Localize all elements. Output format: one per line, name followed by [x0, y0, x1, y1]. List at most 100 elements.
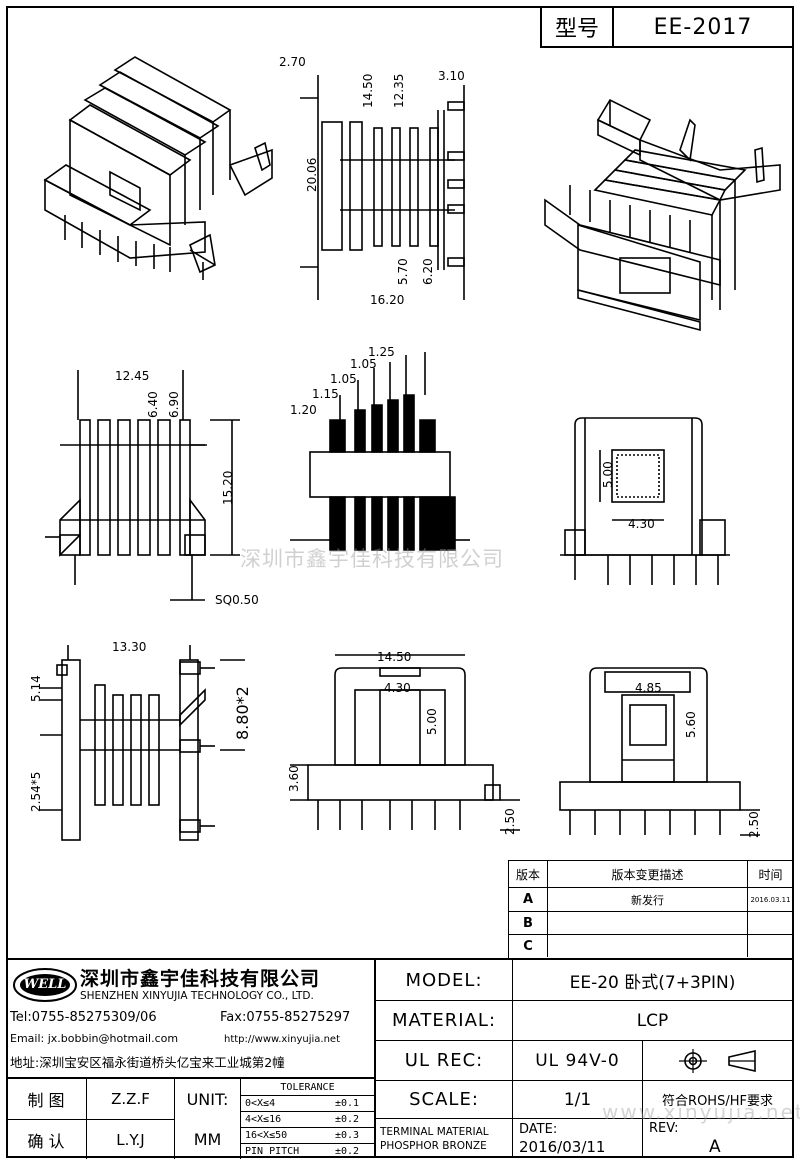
tol-range-1: 0<X≤4	[240, 1095, 320, 1111]
dim-S: 14.50	[377, 650, 411, 664]
rev-row-a-date: 2016.03.11	[747, 887, 793, 911]
dim-R: 3.60	[287, 765, 301, 792]
dim-M: 4.30	[628, 517, 655, 531]
material-value: LCP	[512, 1000, 792, 1040]
dim-G: 12.45	[115, 369, 149, 383]
rev-row-a-desc: 新发行	[547, 887, 747, 911]
dim-5-00: 5.00	[425, 708, 439, 735]
material-label: MATERIAL:	[376, 1000, 512, 1040]
rev-row-a: A	[509, 887, 547, 911]
dim-5-70: 5.70	[396, 258, 410, 285]
draw-label: 制 图	[27, 1091, 65, 1110]
company-fax: Fax:0755-85275297	[220, 1010, 351, 1025]
model-value: EE-20 卧式(7+3PIN)	[512, 960, 792, 1000]
dim-6-40: 6.40	[146, 391, 160, 418]
title-block: WELL 深圳市鑫宇佳科技有限公司 SHENZHEN XINYUJIA TECH…	[6, 958, 794, 1159]
lower-right-view	[559, 667, 760, 836]
dim-slot-1-25: 1.25	[368, 345, 395, 359]
company-tel: Tel:0755-85275309/06	[10, 1010, 157, 1025]
date-value: 2016/03/11	[519, 1137, 606, 1156]
dim-A: 20.06	[305, 158, 319, 192]
rev-cell: REV: A	[642, 1118, 792, 1158]
dim-Q: 8.80*2	[233, 686, 252, 740]
rev-row-b: B	[509, 911, 547, 934]
dim-D: 5.14	[29, 675, 43, 702]
dim-slot-1-20: 1.20	[290, 403, 317, 417]
rev-value: A	[709, 1136, 721, 1157]
tol-range-3: 16<X≤50	[240, 1127, 320, 1143]
dim-6-90: 6.90	[167, 391, 181, 418]
side-view	[300, 75, 465, 300]
dim-E: 6.20	[421, 258, 435, 285]
company-logo: WELL	[12, 966, 78, 1004]
tol-range-2: 4<X≤16	[240, 1111, 320, 1127]
terminal-material-line1: TERMINAL MATERIAL	[380, 1125, 489, 1138]
tol-value-3: ±0.3	[320, 1127, 374, 1143]
rev-row-c-date	[747, 934, 793, 957]
dim-W: 2.50	[747, 811, 761, 838]
rev-header-date: 时间	[747, 861, 793, 887]
dim-T: 2.50	[503, 808, 517, 835]
drawing-frame	[6, 6, 794, 1158]
rev-row-c: C	[509, 934, 547, 957]
dim-B: 2.70	[279, 55, 306, 69]
rev-header-desc: 版本变更描述	[547, 861, 747, 887]
model-header-value: EE-2017	[612, 8, 792, 48]
company-web: http://www.xinyujia.net	[224, 1034, 340, 1045]
dim-P: 13.30	[112, 640, 146, 654]
lower-middle-view	[290, 654, 520, 831]
scale-label: SCALE:	[376, 1080, 512, 1118]
tol-value-2: ±0.2	[320, 1111, 374, 1127]
company-name-en: SHENZHEN XINYUJIA TECHNOLOGY CO., LTD.	[80, 990, 314, 1002]
revision-table: 版本 版本变更描述 时间 A 新发行 2016.03.11 B C	[508, 860, 794, 958]
model-header-label: 型号	[540, 8, 612, 48]
projection-symbol	[642, 1040, 792, 1080]
rev-header-version: 版本	[515, 867, 540, 882]
company-email: Email: jx.bobbin@hotmail.com	[10, 1032, 179, 1045]
dim-slot-1-05a: 1.05	[350, 357, 377, 371]
logo-text: WELL	[23, 977, 67, 992]
company-address: 地址:深圳宝安区福永街道桥头亿宝来工业城第2幢	[10, 1055, 285, 1070]
tol-value-4: ±0.2	[320, 1143, 374, 1159]
dim-V: 5.60	[684, 711, 698, 738]
dim-C: 3.10	[438, 69, 465, 83]
terminal-material-line2: PHOSPHOR BRONZE	[380, 1139, 487, 1152]
check-label: 确 认	[6, 1119, 86, 1159]
dim-slot-1-15: 1.15	[312, 387, 339, 401]
company-name-cn: 深圳市鑫宇佳科技有限公司	[80, 968, 321, 990]
date-label: DATE:	[519, 1121, 558, 1137]
slot-view	[290, 352, 470, 551]
dim-slot-1-05b: 1.05	[330, 372, 357, 386]
dim-4-30: 4.30	[384, 681, 411, 695]
dim-U: 4.85	[635, 681, 662, 695]
tolerance-title: TOLERANCE	[240, 1079, 374, 1095]
rohs-note: 符合ROHS/HF要求	[642, 1080, 792, 1118]
core-window-view	[560, 417, 730, 585]
model-label: MODEL:	[405, 969, 483, 991]
watermark-url: www.xinyujia.net	[602, 1100, 800, 1124]
isometric-view-right	[544, 98, 781, 332]
tol-range-4: PIN PITCH	[240, 1143, 320, 1159]
dim-L: 5.00	[601, 461, 615, 488]
rev-row-c-desc	[547, 934, 747, 957]
first-angle-projection-icon	[678, 1048, 756, 1073]
unit-value: MM	[174, 1119, 240, 1159]
draw-value: Z.Z.F	[86, 1079, 174, 1119]
scale-value: 1/1	[512, 1080, 642, 1118]
unit-label: UNIT:	[174, 1079, 240, 1119]
dim-F: 16.20	[370, 293, 404, 307]
technical-drawings: 2.70 3.10 20.06 14.50 12.35 5.70 6.20 16…	[29, 55, 781, 841]
check-value: L.Y.J	[86, 1119, 174, 1159]
dim-N: 2.54*5	[29, 772, 43, 812]
front-view	[45, 370, 240, 601]
date-cell: DATE: 2016/03/11	[512, 1118, 642, 1158]
rev-row-b-date	[747, 911, 793, 934]
dim-12-35: 12.35	[392, 74, 406, 108]
rev-row-b-desc	[547, 911, 747, 934]
dim-J: 15.20	[221, 471, 235, 505]
tol-value-1: ±0.1	[320, 1095, 374, 1111]
watermark: 深圳市鑫宇佳科技有限公司	[240, 547, 504, 571]
dim-14-50: 14.50	[361, 74, 375, 108]
rev-label: REV:	[649, 1120, 679, 1136]
bottom-view	[40, 645, 245, 841]
